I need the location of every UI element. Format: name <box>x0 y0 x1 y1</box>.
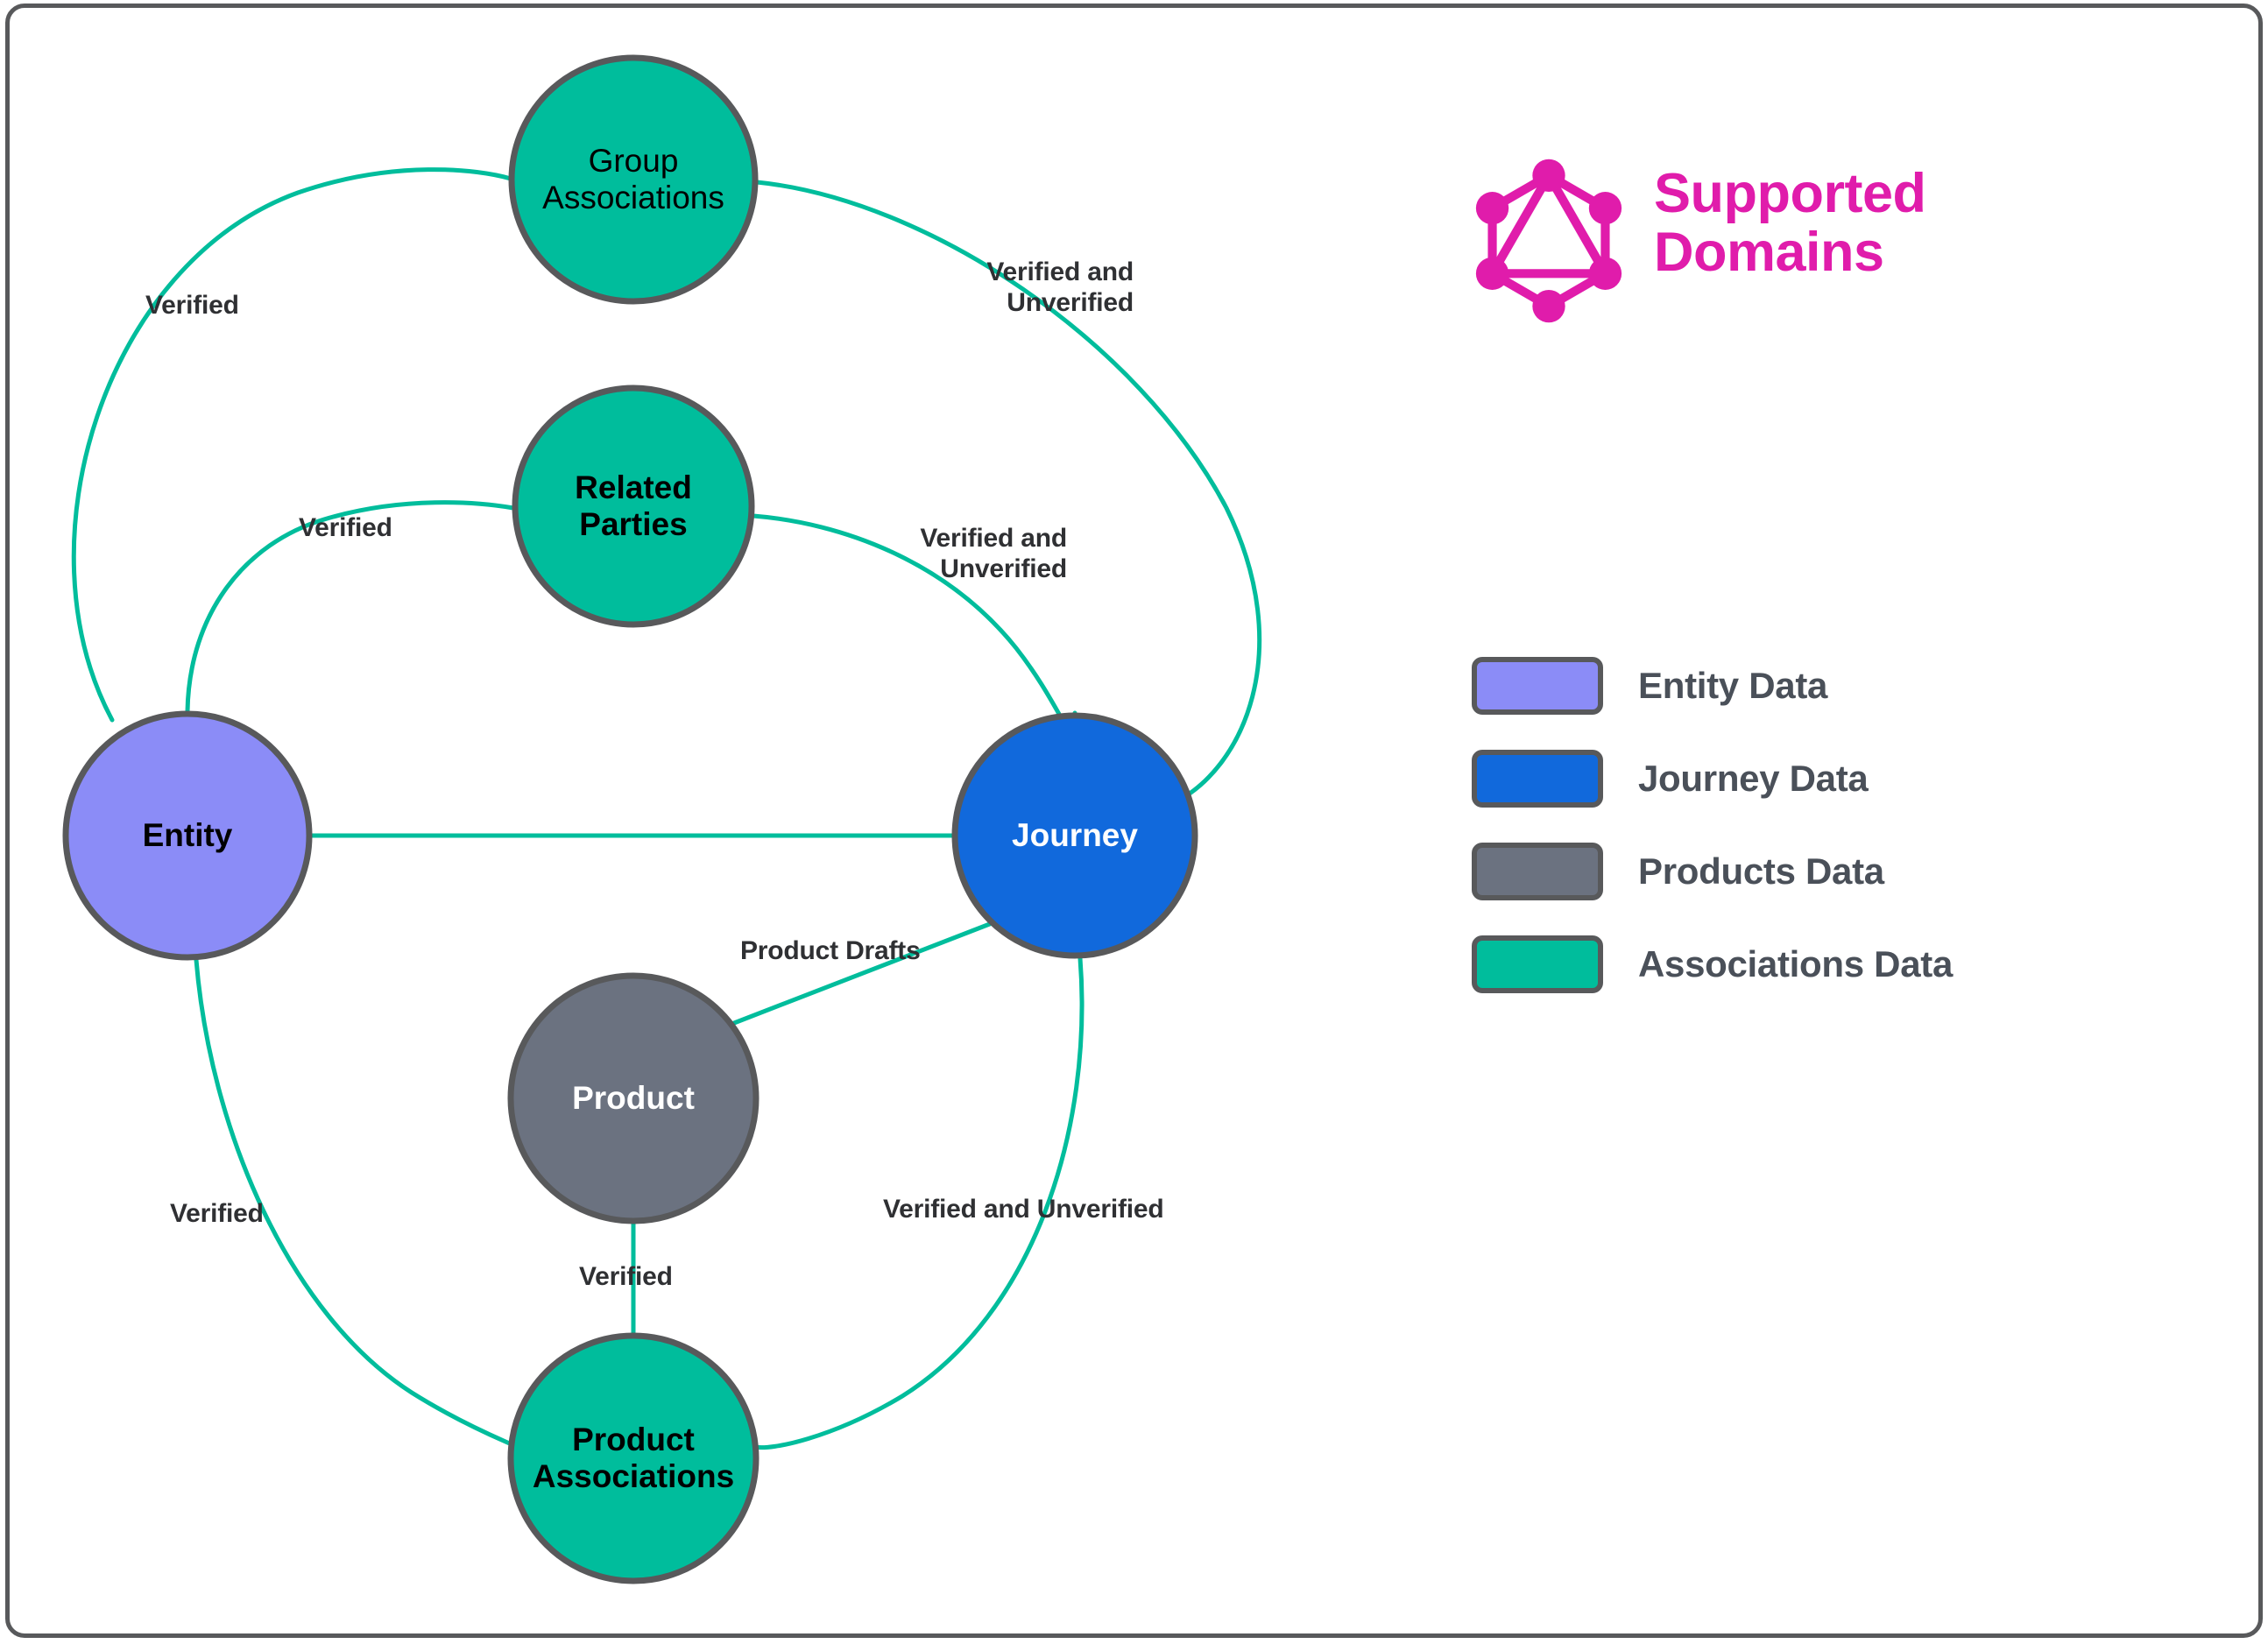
legend-swatch-associations-data <box>1472 935 1603 993</box>
edge-journey-group-associations <box>754 180 1262 807</box>
graphql-logo-icon <box>1475 159 1622 323</box>
node-product-associations[interactable] <box>507 1332 760 1584</box>
edge-entity-product-associations <box>194 957 516 1448</box>
legend: Entity Data Journey Data Products Data A… <box>1472 657 1953 993</box>
edge-entity-related-parties <box>185 500 516 714</box>
legend-label-entity-data: Entity Data <box>1638 665 1828 706</box>
page-title: Supported Domains <box>1654 163 1926 284</box>
edge-journey-related-parties <box>751 513 1077 735</box>
node-entity[interactable] <box>62 710 313 961</box>
panel-header: Supported Domains <box>1473 158 1926 324</box>
legend-label-associations-data: Associations Data <box>1638 943 1954 984</box>
legend-label-journey-data: Journey Data <box>1638 758 1869 799</box>
legend-item-entity-data: Entity Data <box>1472 657 1953 715</box>
legend-label-products-data: Products Data <box>1638 850 1884 892</box>
legend-swatch-journey-data <box>1472 750 1603 808</box>
edge-product-journey <box>731 918 1001 1026</box>
edge-journey-product-associations <box>752 956 1085 1450</box>
node-layer <box>62 54 1198 1584</box>
node-journey[interactable] <box>951 712 1198 959</box>
legend-item-products-data: Products Data <box>1472 843 1953 900</box>
legend-swatch-products-data <box>1472 843 1603 900</box>
supported-domains-panel: Supported Domains Entity Data Journey Da… <box>1454 149 2225 1025</box>
edge-layer <box>71 167 1262 1450</box>
legend-swatch-entity-data <box>1472 657 1603 715</box>
legend-item-journey-data: Journey Data <box>1472 750 1953 808</box>
legend-item-associations-data: Associations Data <box>1472 935 1953 993</box>
node-product[interactable] <box>507 972 760 1224</box>
node-related-parties[interactable] <box>512 385 755 628</box>
edge-entity-group-associations <box>71 167 513 723</box>
node-group-associations[interactable] <box>508 54 759 305</box>
